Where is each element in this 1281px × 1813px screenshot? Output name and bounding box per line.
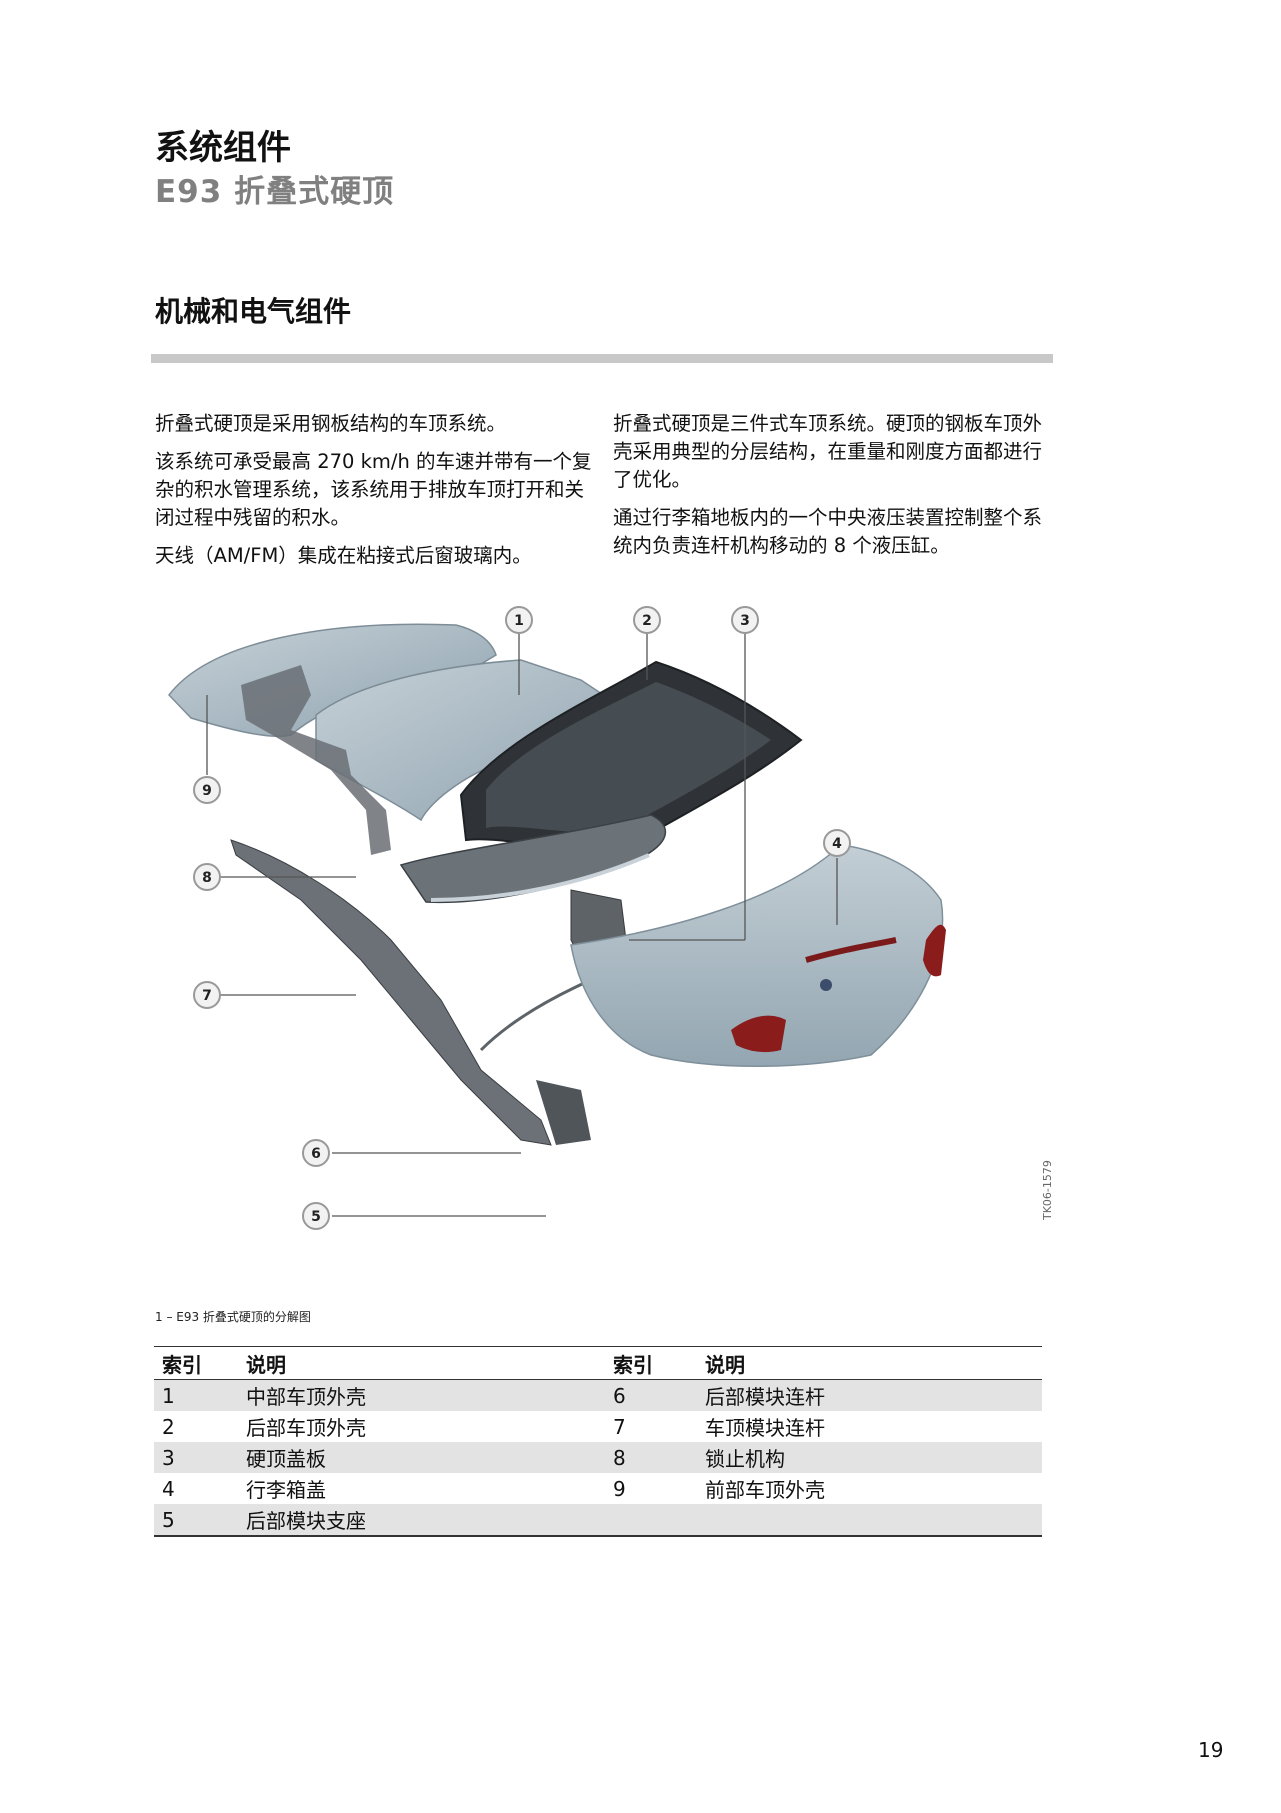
table-cell: 前部车顶外壳 (705, 1478, 825, 1502)
image-code: TK06-1579 (1041, 1160, 1054, 1221)
logo-emblem (820, 979, 832, 991)
svg-text:4: 4 (832, 836, 842, 852)
table-cell: 4 (162, 1476, 175, 1501)
column-header-index: 索引 (605, 1346, 697, 1380)
callout-9: 9 (193, 776, 221, 804)
leader-lines (206, 633, 838, 1217)
body-paragraph: 天线（AM/FM）集成在粘接式后窗玻璃内。 (155, 544, 532, 567)
section-divider (151, 354, 1053, 363)
table-row: 3 硬顶盖板 8 锁止机构 (154, 1442, 1042, 1473)
callout-8: 8 (193, 863, 221, 891)
table-row: 2 后部车顶外壳 7 车顶模块连杆 (154, 1411, 1042, 1442)
callout-6: 6 (302, 1139, 330, 1167)
exploded-view-figure: 1 2 3 4 5 6 7 8 9 TK06-1579 (168, 606, 1054, 1230)
body-paragraph: 折叠式硬顶是三件式车顶系统。硬顶的钢板车顶外壳采用典型的分层结构，在重量和刚度方… (613, 412, 1043, 491)
callout-5: 5 (302, 1202, 330, 1230)
svg-text:3: 3 (740, 613, 750, 629)
table-cell: 2 (162, 1414, 175, 1439)
body-column-left: 折叠式硬顶是采用钢板结构的车顶系统。 该系统可承受最高 270 km/h 的车速… (155, 410, 595, 580)
callout-4: 4 (823, 829, 851, 857)
table-cell: 7 (613, 1414, 626, 1439)
rear-module-support (536, 1080, 591, 1145)
table-cell: 行李箱盖 (246, 1478, 326, 1502)
taillight-right (923, 924, 946, 977)
table-row: 1 中部车顶外壳 6 后部模块连杆 (154, 1379, 1042, 1411)
section-heading: 机械和电气组件 (155, 295, 352, 328)
svg-text:6: 6 (311, 1146, 321, 1162)
body-paragraph: 通过行李箱地板内的一个中央液压装置控制整个系统内负责连杆机构移动的 8 个液压缸… (613, 506, 1043, 557)
table-cell: 后部车顶外壳 (246, 1416, 366, 1440)
trunk-lid (570, 844, 944, 1067)
table-cell: 6 (605, 1379, 697, 1411)
table-cell: 5 (154, 1504, 238, 1537)
svg-text:9: 9 (202, 783, 212, 799)
table-cell: 8 (605, 1442, 697, 1473)
taillight-left (731, 1015, 786, 1053)
column-header-description: 说明 (697, 1346, 1042, 1380)
locking-mechanism (241, 665, 391, 855)
page-subtitle: E93 折叠式硬顶 (155, 174, 395, 210)
table-header-row: 索引 说明 索引 说明 (154, 1346, 1042, 1380)
body-column-right: 折叠式硬顶是三件式车顶系统。硬顶的钢板车顶外壳采用典型的分层结构，在重量和刚度方… (613, 410, 1058, 570)
table-cell: 后部模块支座 (238, 1504, 605, 1537)
svg-text:5: 5 (311, 1209, 321, 1225)
table-cell (605, 1504, 697, 1537)
column-header-description: 说明 (238, 1346, 605, 1380)
table-cell: 车顶模块连杆 (705, 1416, 825, 1440)
table-cell: 后部模块连杆 (697, 1379, 1042, 1411)
svg-text:2: 2 (642, 613, 652, 629)
callout-1: 1 (505, 606, 533, 634)
table-cell: 3 (154, 1442, 238, 1473)
parts-table: 索引 说明 索引 说明 1 中部车顶外壳 6 后部模块连杆 2 后部车顶外壳 7… (154, 1346, 1042, 1537)
figure-caption: 1 – E93 折叠式硬顶的分解图 (155, 1310, 311, 1324)
svg-text:7: 7 (202, 988, 212, 1004)
table-cell: 硬顶盖板 (238, 1442, 605, 1473)
table-row: 5 后部模块支座 (154, 1504, 1042, 1537)
table-cell: 9 (613, 1476, 626, 1501)
page-number: 19 (1198, 1738, 1224, 1762)
table-cell: 中部车顶外壳 (238, 1379, 605, 1411)
roof-module-linkage (230, 839, 552, 1146)
callout-3: 3 (731, 606, 759, 634)
column-header-index: 索引 (154, 1346, 238, 1380)
svg-text:8: 8 (202, 870, 212, 886)
table-cell: 锁止机构 (697, 1442, 1042, 1473)
callout-2: 2 (633, 606, 661, 634)
body-paragraph: 折叠式硬顶是采用钢板结构的车顶系统。 (155, 412, 507, 435)
rear-window-glass (486, 682, 771, 833)
table-row: 4 行李箱盖 9 前部车顶外壳 (154, 1473, 1042, 1504)
callout-7: 7 (193, 981, 221, 1009)
svg-text:1: 1 (514, 613, 524, 629)
table-cell (697, 1504, 1042, 1537)
table-cell: 1 (154, 1379, 238, 1411)
body-paragraph: 该系统可承受最高 270 km/h 的车速并带有一个复杂的积水管理系统，该系统用… (155, 450, 592, 529)
page-title: 系统组件 (155, 128, 291, 168)
